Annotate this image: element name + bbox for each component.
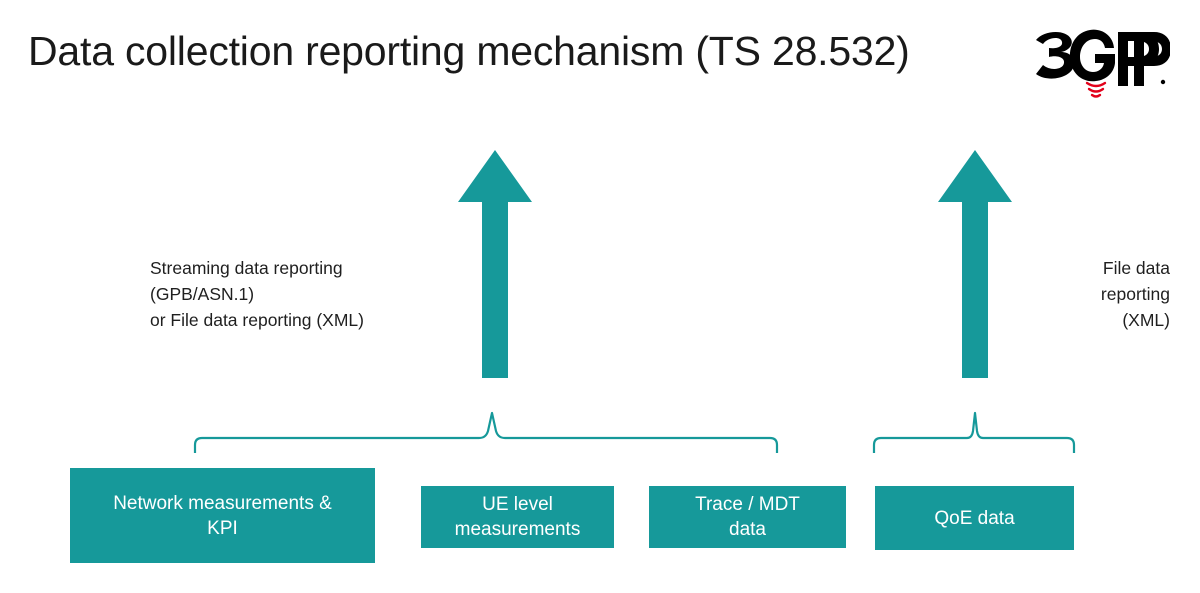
data-box-qoe-data[interactable]: QoE data: [875, 486, 1074, 550]
3gpp-logo: A GLOBAL INITIATIVE: [1030, 26, 1170, 102]
arrow-up-streaming: [458, 150, 532, 378]
3gpp-logo-mark: [1036, 29, 1170, 98]
page-title: Data collection reporting mechanism (TS …: [28, 28, 910, 74]
data-box-trace-mdt-data[interactable]: Trace / MDT data: [649, 486, 846, 548]
data-box-network-measurements[interactable]: Network measurements & KPI: [70, 468, 375, 563]
curly-brace-icon: [193, 411, 779, 453]
3gpp-swoosh-icon: [1085, 81, 1107, 98]
data-box-ue-level-measurements[interactable]: UE level measurements: [421, 486, 614, 548]
annotation-streaming-reporting: Streaming data reporting (GPB/ASN.1) or …: [150, 258, 364, 330]
brace-streaming-group: [193, 411, 779, 453]
up-arrow-icon: [458, 150, 532, 378]
arrow-up-file-data: [938, 150, 1012, 378]
brace-file-data-group: [872, 411, 1076, 453]
up-arrow-icon: [938, 150, 1012, 378]
curly-brace-icon: [872, 411, 1076, 453]
annotation-file-reporting: File data reporting (XML): [1100, 258, 1170, 330]
